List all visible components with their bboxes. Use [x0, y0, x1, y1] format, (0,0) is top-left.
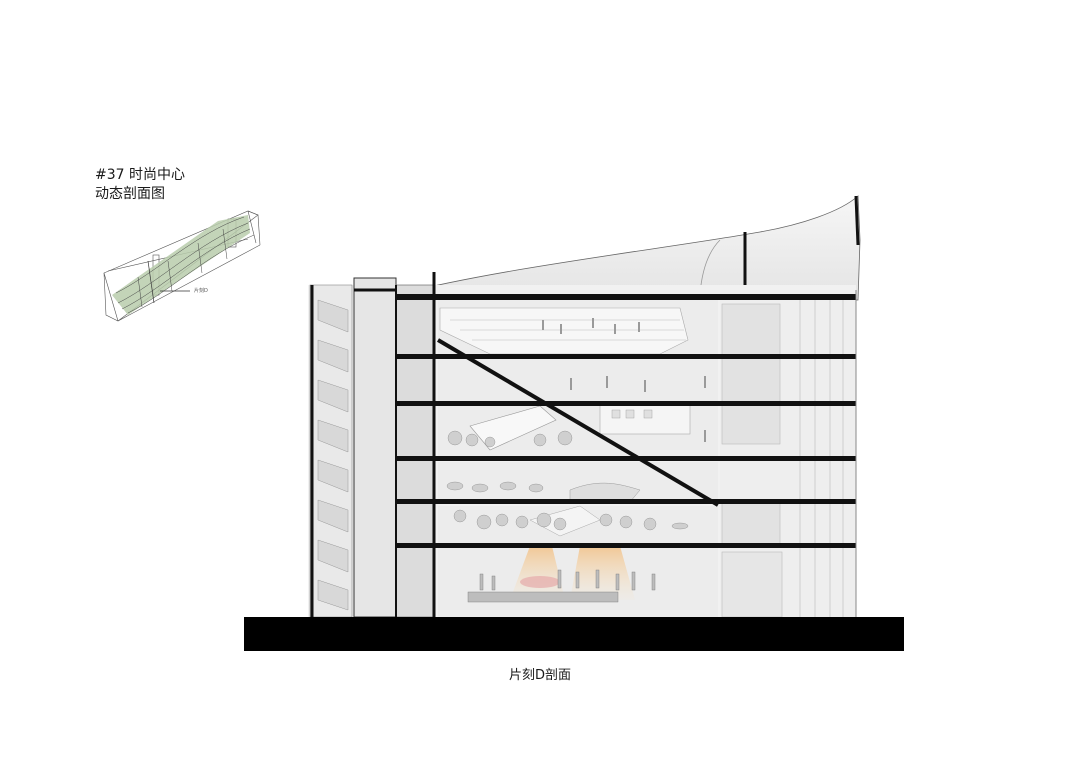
key-plan-axonometric — [103, 210, 261, 322]
audience-group — [467, 569, 656, 603]
section-caption: 片刻D剖面 — [508, 668, 571, 683]
auditorium-seating — [439, 307, 689, 355]
building-section-drawing — [244, 195, 904, 651]
floor-slabs — [396, 294, 856, 548]
highlighted-volume — [112, 215, 250, 315]
section-cut-marker — [147, 260, 190, 304]
key-plan-label: 片刻D — [194, 288, 208, 294]
title-line-2: 动态剖面图 — [95, 186, 165, 202]
furniture-group — [446, 430, 689, 531]
ground-plinth — [244, 617, 904, 651]
people-figures — [542, 318, 706, 442]
drawing-title: #37 时尚中心 动态剖面图 — [95, 166, 185, 204]
curved-roof — [399, 195, 861, 301]
diagonal-ramp — [436, 338, 720, 507]
core-shaft — [353, 277, 397, 618]
title-line-1: #37 时尚中心 — [95, 167, 185, 183]
